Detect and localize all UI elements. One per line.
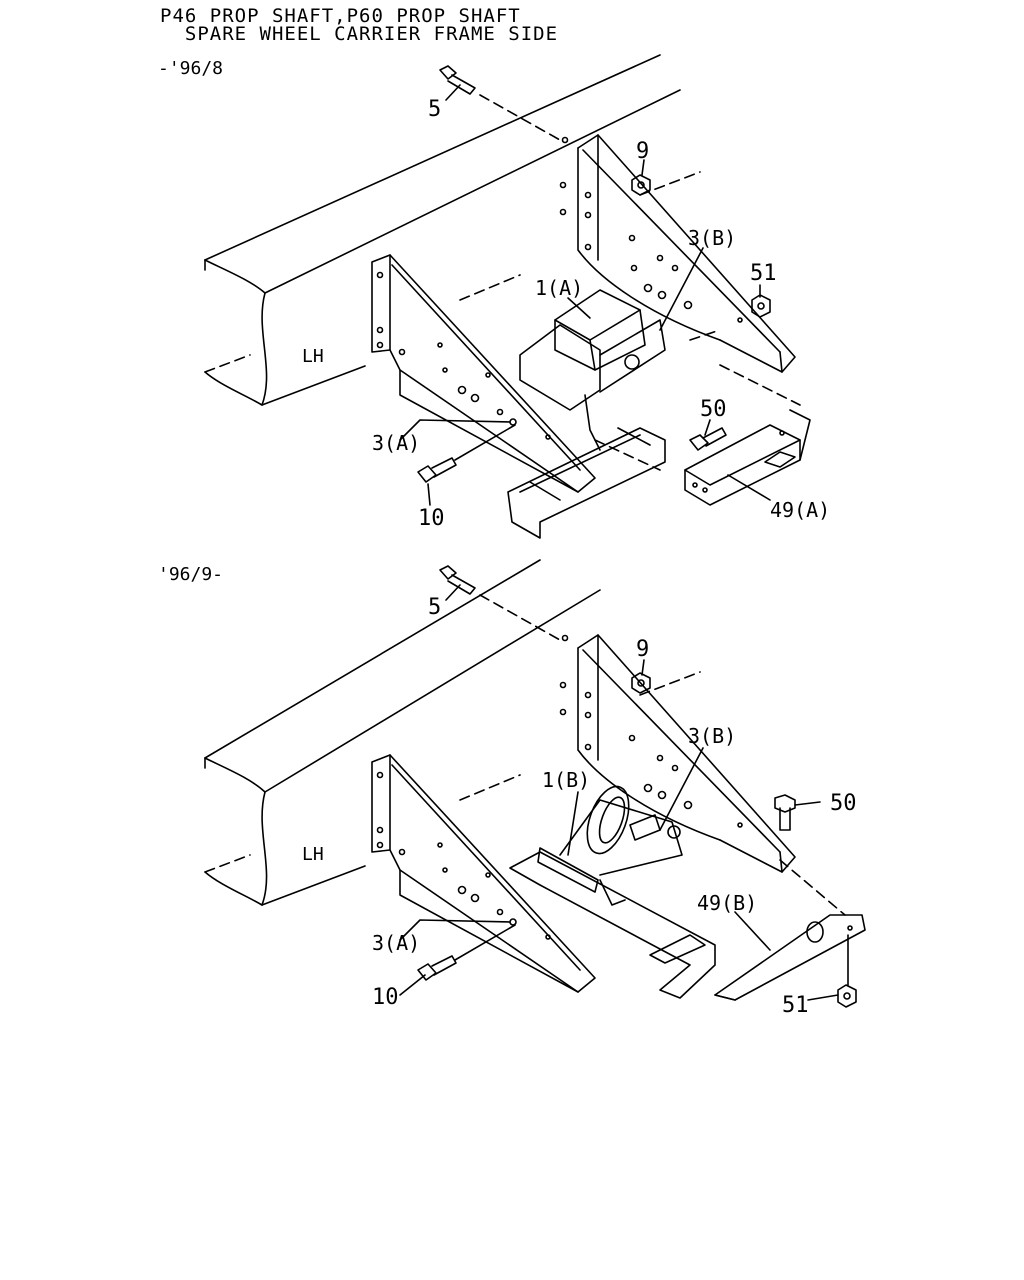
top-callout-50: 50 [700, 397, 727, 422]
bottom-callout-50: 50 [830, 791, 857, 816]
bottom-callout-51: 51 [782, 993, 809, 1018]
top-callout-51: 51 [750, 261, 777, 286]
bottom-bolt-50 [774, 794, 796, 831]
bottom-callout-3b: 3(B) [688, 724, 736, 748]
bottom-callout-9: 9 [636, 637, 649, 662]
bottom-bracket-49b [714, 914, 866, 1001]
bottom-period-label: '96/9- [158, 564, 223, 585]
top-callout-3b: 3(B) [688, 226, 736, 250]
top-period-label: -'96/8 [158, 58, 223, 79]
top-callout-9: 9 [636, 139, 649, 164]
bottom-winch-1b [537, 785, 683, 906]
top-nut-9 [631, 174, 651, 196]
bottom-callout-5: 5 [428, 595, 441, 620]
title-line-1: P46 PROP SHAFT,P60 PROP SHAFT [160, 5, 521, 27]
bottom-side-label: LH [302, 844, 324, 865]
top-winch-1a [519, 289, 666, 451]
bottom-callout-1b: 1(B) [542, 768, 590, 792]
title-line-2: SPARE WHEEL CARRIER FRAME SIDE [160, 23, 559, 45]
top-bracket-3a [371, 254, 596, 493]
bottom-callout-3a: 3(A) [372, 931, 420, 955]
bottom-nut-51 [837, 984, 857, 1008]
top-channel-crossmember [507, 427, 666, 539]
top-callout-1a: 1(A) [535, 276, 583, 300]
bottom-callout-10: 10 [372, 985, 399, 1010]
bottom-channel-crossmember [509, 851, 716, 999]
top-bolt-5 [439, 65, 476, 95]
top-side-label: LH [302, 346, 324, 367]
top-frame-rail [204, 54, 681, 406]
top-callout-3a: 3(A) [372, 431, 420, 455]
bottom-nut-9 [631, 672, 651, 694]
bottom-callout-49b: 49(B) [697, 891, 757, 915]
top-bracket-3b [559, 134, 796, 373]
top-assembly [204, 54, 811, 539]
bottom-bracket-3a [371, 754, 596, 993]
top-callout-10: 10 [418, 506, 445, 531]
top-callout-5: 5 [428, 97, 441, 122]
top-bolt-50 [689, 427, 727, 451]
top-bolt-10 [417, 457, 457, 483]
top-callout-49a: 49(A) [770, 498, 830, 522]
top-bracket-49a [684, 409, 811, 506]
bottom-frame-rail [204, 559, 601, 906]
bottom-assembly [204, 559, 866, 1008]
bottom-bolt-5 [439, 565, 476, 595]
top-nut-51 [751, 294, 771, 318]
